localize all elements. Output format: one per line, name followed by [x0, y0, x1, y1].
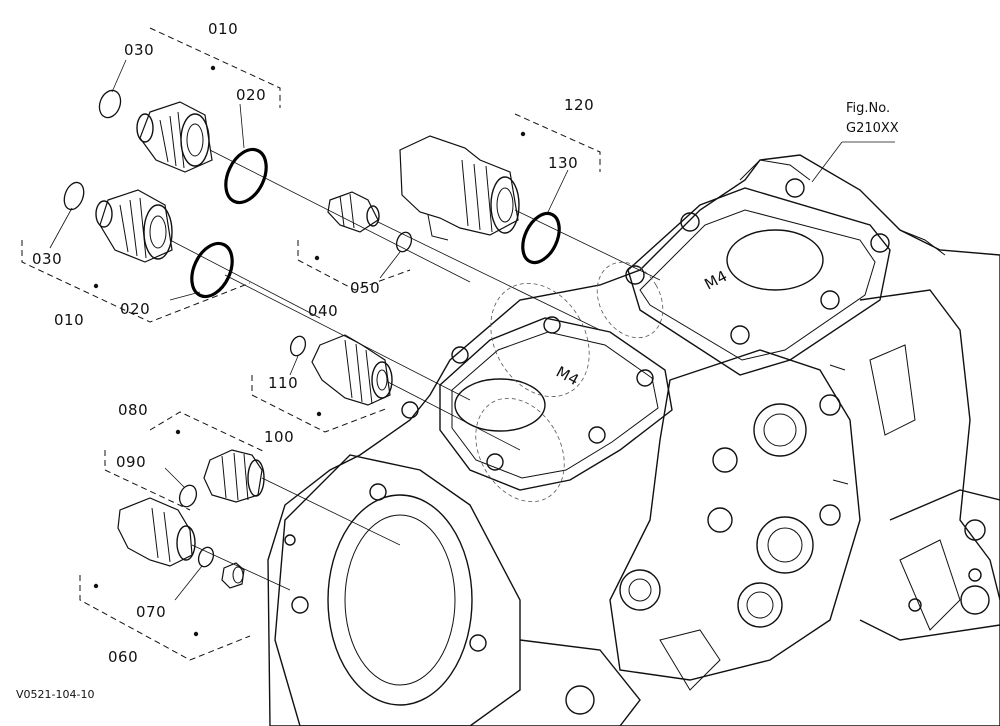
part-100-fitting [311, 334, 393, 406]
transmission-housing: M4 M4 [267, 154, 1000, 726]
label-130: 130 [548, 154, 578, 172]
part-080-fitting [203, 449, 265, 503]
label-100: 100 [264, 428, 294, 446]
part-010-lower-fitting [95, 189, 173, 263]
fig-no-value: G210XX [846, 121, 899, 136]
part-060-elbow-fitting [117, 497, 196, 567]
part-020-oring-top [224, 147, 268, 205]
part-110-oring [289, 335, 307, 357]
plug [221, 562, 245, 589]
label-020-left: 020 [120, 300, 150, 318]
callout-brackets [21, 27, 601, 661]
part-090-oring [178, 484, 198, 508]
label-040: 040 [308, 302, 338, 320]
label-050: 050 [350, 279, 380, 297]
label-070: 070 [136, 603, 166, 621]
label-030-top: 030 [124, 41, 154, 59]
part-040-nipple [327, 191, 380, 233]
label-010-left: 010 [54, 311, 84, 329]
fig-no-label: Fig.No. [846, 101, 890, 116]
label-060: 060 [108, 648, 138, 666]
label-leaders [49, 59, 895, 601]
assembly-lines [169, 149, 661, 591]
part-030-oring-top [98, 89, 122, 119]
label-010-top: 010 [208, 20, 238, 38]
part-130-oring [521, 211, 561, 265]
label-110: 110 [268, 374, 298, 392]
bolt-group-middle [401, 316, 654, 471]
figure-number: Fig.No. G210XX [846, 101, 899, 136]
bolt-group-top [625, 178, 890, 345]
label-120: 120 [564, 96, 594, 114]
label-030-left: 030 [32, 250, 62, 268]
label-090: 090 [116, 453, 146, 471]
part-010-upper-fitting [136, 101, 213, 173]
callout-labels: 010 030 020 030 010 020 040 050 120 130 … [32, 20, 594, 666]
part-020-oring-left [190, 241, 234, 299]
drawing-code: V0521-104-10 [16, 688, 94, 701]
housing-mark-top: M4 [701, 267, 730, 294]
part-070-oring [197, 546, 215, 568]
label-020-top: 020 [236, 86, 266, 104]
label-080: 080 [118, 401, 148, 419]
reference-dots [93, 65, 526, 637]
part-030-oring-left [63, 181, 85, 211]
part-120-elbow-fitting [399, 135, 520, 241]
part-050-oring [395, 231, 413, 253]
